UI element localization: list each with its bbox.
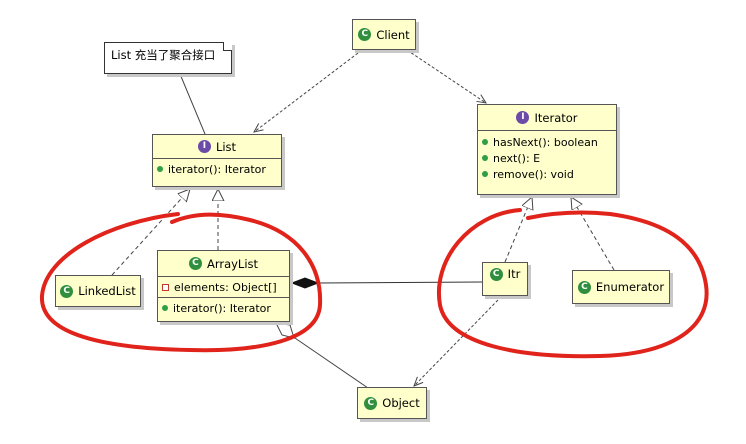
class-icon: C [489, 267, 503, 281]
class-arraylist[interactable]: C ArrayList elements: Object[] iterator(… [157, 250, 290, 322]
composition-diamond [290, 277, 320, 289]
class-icon: C [60, 284, 74, 298]
interface-list-name: List [215, 139, 237, 154]
interface-iterator[interactable]: I Iterator hasNext(): boolean next(): E … [477, 104, 617, 195]
class-client-name: Client [376, 27, 410, 42]
itr-realizes-iterator [504, 197, 532, 263]
public-method-icon [482, 139, 488, 145]
public-method-icon [482, 171, 488, 177]
interface-list[interactable]: I List iterator(): Iterator [152, 134, 282, 187]
iterator-method-hasnext[interactable]: hasNext(): boolean [482, 134, 612, 150]
class-linkedlist[interactable]: C LinkedList [55, 275, 141, 307]
arraylist-method-iterator[interactable]: iterator(): Iterator [162, 300, 285, 316]
class-icon: C [188, 257, 202, 270]
class-client[interactable]: C Client [352, 19, 416, 50]
enumerator-realizes-iterator [571, 197, 615, 271]
class-enumerator[interactable]: C Enumerator [572, 270, 670, 304]
public-method-icon [162, 305, 168, 311]
iterator-method-remove[interactable]: remove(): void [482, 166, 612, 182]
client-to-iterator-dependency [406, 49, 486, 103]
public-method-icon [157, 166, 163, 172]
note-text: List 充当了聚合接口 [111, 48, 216, 62]
class-object[interactable]: C Object [357, 387, 427, 419]
arraylist-object-aggregation-line [291, 335, 369, 389]
client-to-list-dependency [254, 49, 363, 132]
iterator-method-next[interactable]: next(): E [482, 150, 612, 166]
itr-to-object-dependency [414, 299, 499, 386]
interface-iterator-name: Iterator [534, 110, 578, 125]
itr-arraylist-composition-line [317, 281, 483, 284]
arraylist-fields: elements: Object[] [158, 277, 289, 298]
class-icon: C [358, 28, 372, 41]
class-icon: C [577, 280, 591, 294]
aggregate-interface-note: List 充当了聚合接口 [104, 42, 232, 74]
private-field-icon [162, 283, 169, 291]
class-linkedlist-name: LinkedList [78, 284, 136, 298]
class-object-name: Object [382, 396, 420, 410]
note-fold-corner [223, 42, 232, 51]
interface-icon: I [197, 140, 211, 153]
class-enumerator-name: Enumerator [595, 280, 665, 294]
arraylist-field-elements[interactable]: elements: Object[] [162, 279, 285, 295]
public-method-icon [482, 155, 488, 161]
note-anchor-line [179, 73, 206, 135]
aggregation-diamond [275, 322, 295, 339]
class-icon: C [364, 396, 378, 410]
class-itr[interactable]: C Itr [482, 262, 528, 296]
iterator-methods: hasNext(): boolean next(): E remove(): v… [478, 131, 616, 184]
class-arraylist-name: ArrayList [206, 256, 259, 271]
arraylist-methods: iterator(): Iterator [158, 298, 289, 318]
interface-icon: I [516, 111, 530, 124]
class-itr-name: Itr [507, 267, 521, 281]
list-method-iterator[interactable]: iterator(): Iterator [157, 161, 277, 177]
list-methods: iterator(): Iterator [153, 159, 281, 179]
